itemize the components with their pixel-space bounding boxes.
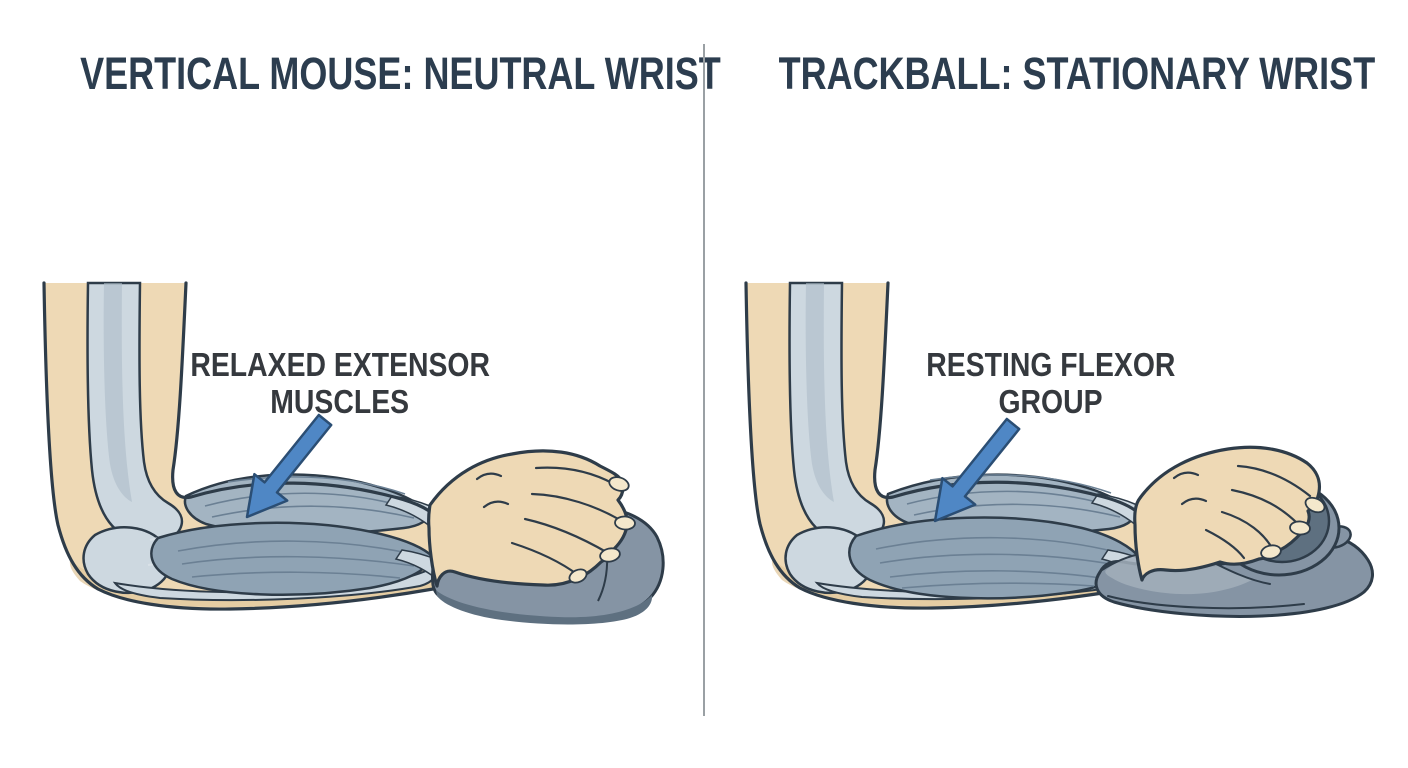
arm-outline: [744, 281, 1142, 610]
label-relaxed-extensor-muscles: RELAXED EXTENSOR MUSCLES: [0, 346, 692, 420]
finger-lines: [475, 466, 622, 577]
fingernails: [568, 476, 636, 584]
muscle-striations: [177, 476, 415, 579]
annotation-arrow: [245, 413, 333, 519]
fingernails: [1260, 496, 1326, 560]
label-resting-flexor-group: RESTING FLEXOR GROUP: [699, 346, 1403, 420]
humerus-bone: [86, 281, 184, 544]
arm-outline: [42, 281, 435, 611]
panel-title-vertical-mouse: VERTICAL MOUSE: NEUTRAL WRIST: [0, 50, 721, 98]
panel-title-text: TRACKBALL: STATIONARY WRIST: [778, 48, 1376, 99]
flexor-muscles: [848, 473, 1170, 600]
vertical-mouse-illustration: [42, 281, 665, 625]
label-line-1: RELAXED EXTENSOR: [190, 346, 490, 383]
label-line-2: MUSCLES: [270, 383, 410, 420]
panel-divider: [703, 44, 705, 716]
panel-vertical-mouse: VERTICAL MOUSE: NEUTRAL WRIST RELAXED EX…: [0, 50, 721, 625]
panel-title-trackball: TRACKBALL: STATIONARY WRIST: [704, 48, 1408, 99]
panel-title-text: VERTICAL MOUSE: NEUTRAL WRIST: [80, 48, 721, 99]
hand: [1133, 445, 1326, 582]
finger-lines: [1172, 464, 1312, 560]
muscle-striations: [875, 474, 1123, 589]
label-line-1: RESTING FLEXOR: [926, 346, 1176, 383]
panel-trackball: TRACKBALL: STATIONARY WRIST RESTING FLEX…: [704, 0, 1408, 768]
annotation-arrow: [933, 417, 1021, 523]
hand: [426, 449, 636, 588]
label-line-2: GROUP: [998, 383, 1104, 420]
trackball-illustration: [744, 281, 1374, 618]
